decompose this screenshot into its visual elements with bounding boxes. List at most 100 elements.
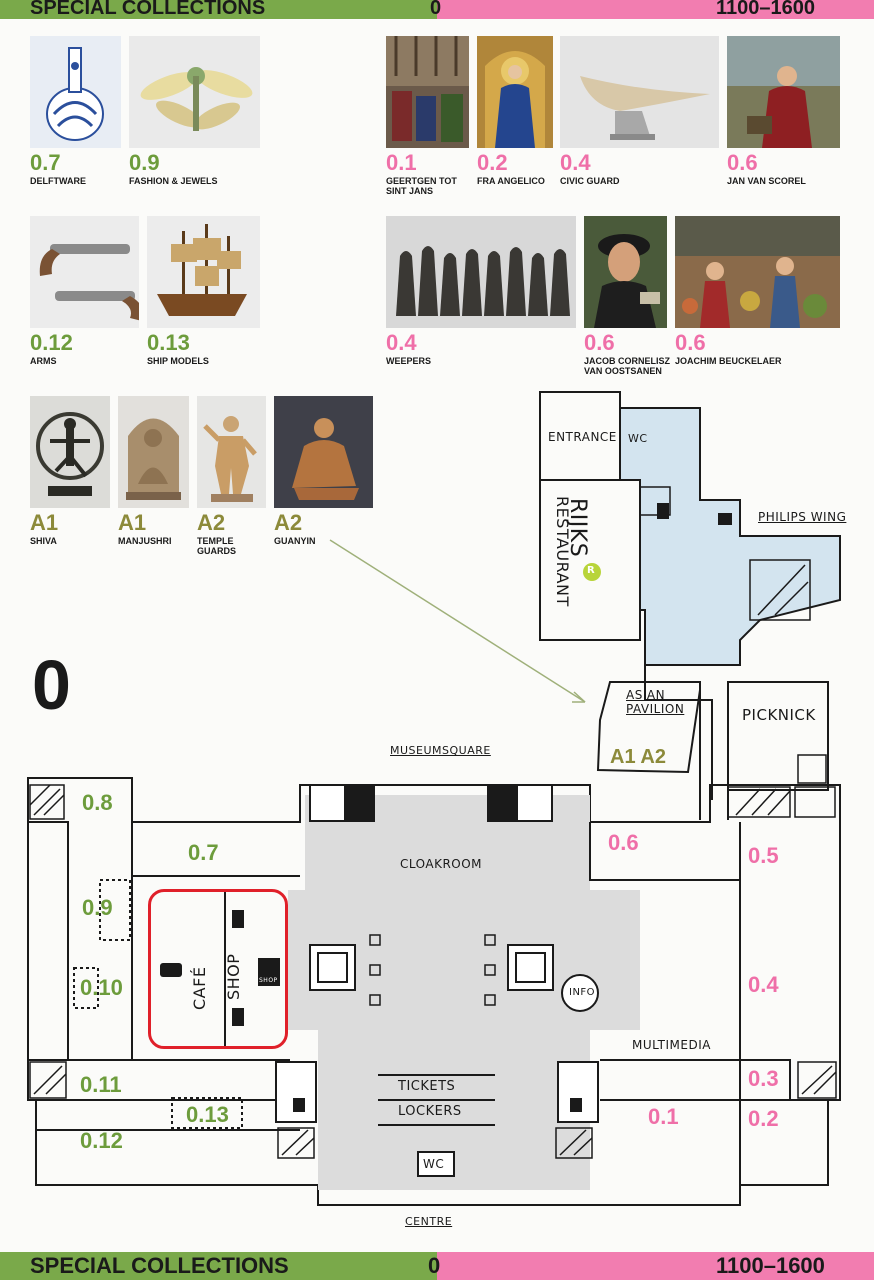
restaurant-badge: R — [587, 565, 596, 576]
joachim-beuckelaer-image — [675, 216, 840, 328]
artwork-name: WEEPERS — [386, 356, 432, 366]
caption-arms: 0.12 ARMS — [30, 330, 73, 367]
room-number: 0.4 — [560, 150, 591, 175]
room-0-9: 0.9 — [82, 895, 113, 920]
room-0-10: 0.10 — [80, 975, 123, 1000]
artwork-name: MANJUSHRI — [118, 536, 172, 546]
header-floor: 0 — [430, 0, 442, 19]
room-number: 0.2 — [477, 150, 508, 175]
multimedia-label: MULTIMEDIA — [632, 1038, 711, 1052]
header-special-collections: SPECIAL COLLECTIONS — [30, 0, 266, 19]
jan-van-scorel-image — [727, 36, 840, 148]
shiva-image — [30, 396, 110, 508]
artwork-name: FASHION & JEWELS — [129, 176, 218, 186]
manjushri-image — [118, 396, 189, 508]
temple-guards-image — [197, 396, 266, 508]
caption-manjushri: A1 MANJUSHRI — [118, 510, 172, 547]
room-number: 0.12 — [30, 330, 73, 355]
header-pink-section — [437, 0, 874, 19]
room-number: 0.1 — [386, 150, 417, 175]
wc-label-bottom: WC — [423, 1157, 445, 1171]
room-number: 0.13 — [147, 330, 190, 355]
room-0-12: 0.12 — [80, 1128, 123, 1153]
caption-fashion-jewels: 0.9 FASHION & JEWELS — [129, 150, 218, 187]
artwork-name: CIVIC GUARD — [560, 176, 620, 186]
asian-pavilion-outline — [596, 681, 701, 774]
asian-pavilion-rooms: A1 A2 — [610, 746, 666, 768]
room-number: 0.4 — [386, 330, 417, 355]
caption-joachim-beuckelaer: 0.6 JOACHIM BEUCKELAER — [675, 330, 782, 367]
caption-jacob-cornelisz: 0.6 JACOB CORNELISZ VAN OOSTSANEN — [584, 330, 671, 377]
header-period: 1100–1600 — [716, 0, 816, 19]
room-0-2: 0.2 — [748, 1106, 779, 1131]
room-number: 0.6 — [584, 330, 615, 355]
footer-pink-section — [437, 1252, 874, 1280]
caption-ship-models: 0.13 SHIP MODELS — [147, 330, 209, 367]
footer-floor: 0 — [428, 1253, 441, 1278]
museumsquare-label: MUSEUMSQUARE — [390, 744, 491, 757]
artwork-name: FRA ANGELICO — [477, 176, 545, 186]
asian-pavilion-label: ASIAN PAVILION — [626, 688, 685, 716]
info-label: INFO — [569, 987, 596, 998]
lockers-label: LOCKERS — [398, 1104, 462, 1119]
caption-delftware: 0.7 DELFTWARE — [30, 150, 86, 187]
cafe-shop-highlight — [148, 889, 288, 1049]
geertgen-image — [386, 36, 469, 148]
jacob-cornelisz-image — [584, 216, 667, 328]
floor-number: 0 — [32, 646, 71, 724]
caption-guanyin: A2 GUANYIN — [274, 510, 316, 547]
room-number: A2 — [197, 510, 226, 535]
room-0-5: 0.5 — [748, 843, 779, 868]
room-0-8: 0.8 — [82, 790, 113, 815]
room-0-7: 0.7 — [188, 840, 219, 865]
guanyin-image — [274, 396, 373, 508]
room-number: 0.9 — [129, 150, 160, 175]
restaurant-label: RESTAURANT — [553, 496, 572, 607]
delftware-image — [30, 36, 121, 148]
room-number: A1 — [118, 510, 147, 535]
artwork-name: TEMPLE GUARDS — [197, 536, 237, 556]
artwork-name: JACOB CORNELISZ VAN OOSTSANEN — [584, 356, 671, 376]
shop-icon: SHOP — [259, 977, 278, 984]
artwork-name: GUANYIN — [274, 536, 316, 546]
caption-geertgen: 0.1 GEERTGEN TOT SINT JANS — [386, 150, 457, 197]
room-0-13: 0.13 — [186, 1102, 229, 1127]
caption-temple-guards: A2 TEMPLE GUARDS — [197, 510, 237, 557]
picknick-label: PICKNICK — [742, 706, 816, 724]
room-number: A2 — [274, 510, 303, 535]
philips-wing-label: PHILIPS WING — [758, 510, 847, 524]
ship-models-image — [147, 216, 260, 328]
footer-period: 1100–1600 — [716, 1253, 825, 1278]
footer-green-section — [0, 1252, 437, 1280]
artwork-name: JAN VAN SCOREL — [727, 176, 806, 186]
room-number: 0.6 — [675, 330, 706, 355]
room-number: A1 — [30, 510, 59, 535]
footer-special-collections: SPECIAL COLLECTIONS — [30, 1253, 289, 1278]
room-0-1: 0.1 — [648, 1104, 679, 1129]
arms-image — [30, 216, 139, 328]
weepers-image — [386, 216, 576, 328]
artwork-name: DELFTWARE — [30, 176, 86, 186]
room-number: 0.6 — [727, 150, 758, 175]
entrance-label: ENTRANCE — [548, 430, 617, 444]
civic-guard-image — [560, 36, 719, 148]
artwork-name: SHIVA — [30, 536, 57, 546]
cloakroom-label: CLOAKROOM — [400, 857, 483, 871]
header-band: SPECIAL COLLECTIONS 0 1100–1600 — [0, 0, 874, 19]
wc-label-top: WC — [628, 432, 648, 445]
header-green-section — [0, 0, 437, 19]
fashion-jewels-image — [129, 36, 260, 148]
artwork-name: ARMS — [30, 356, 57, 366]
artwork-name: JOACHIM BEUCKELAER — [675, 356, 782, 366]
footer-band: SPECIAL COLLECTIONS 0 1100–1600 — [0, 1252, 874, 1280]
caption-weepers: 0.4 WEEPERS — [386, 330, 432, 367]
room-0-11: 0.11 — [80, 1072, 122, 1097]
room-0-6: 0.6 — [608, 830, 639, 855]
artwork-name: SHIP MODELS — [147, 356, 209, 366]
caption-fra-angelico: 0.2 FRA ANGELICO — [477, 150, 545, 187]
room-number: 0.7 — [30, 150, 61, 175]
fra-angelico-image — [477, 36, 553, 148]
centre-label: CENTRE — [405, 1215, 453, 1228]
tickets-label: TICKETS — [398, 1079, 456, 1094]
